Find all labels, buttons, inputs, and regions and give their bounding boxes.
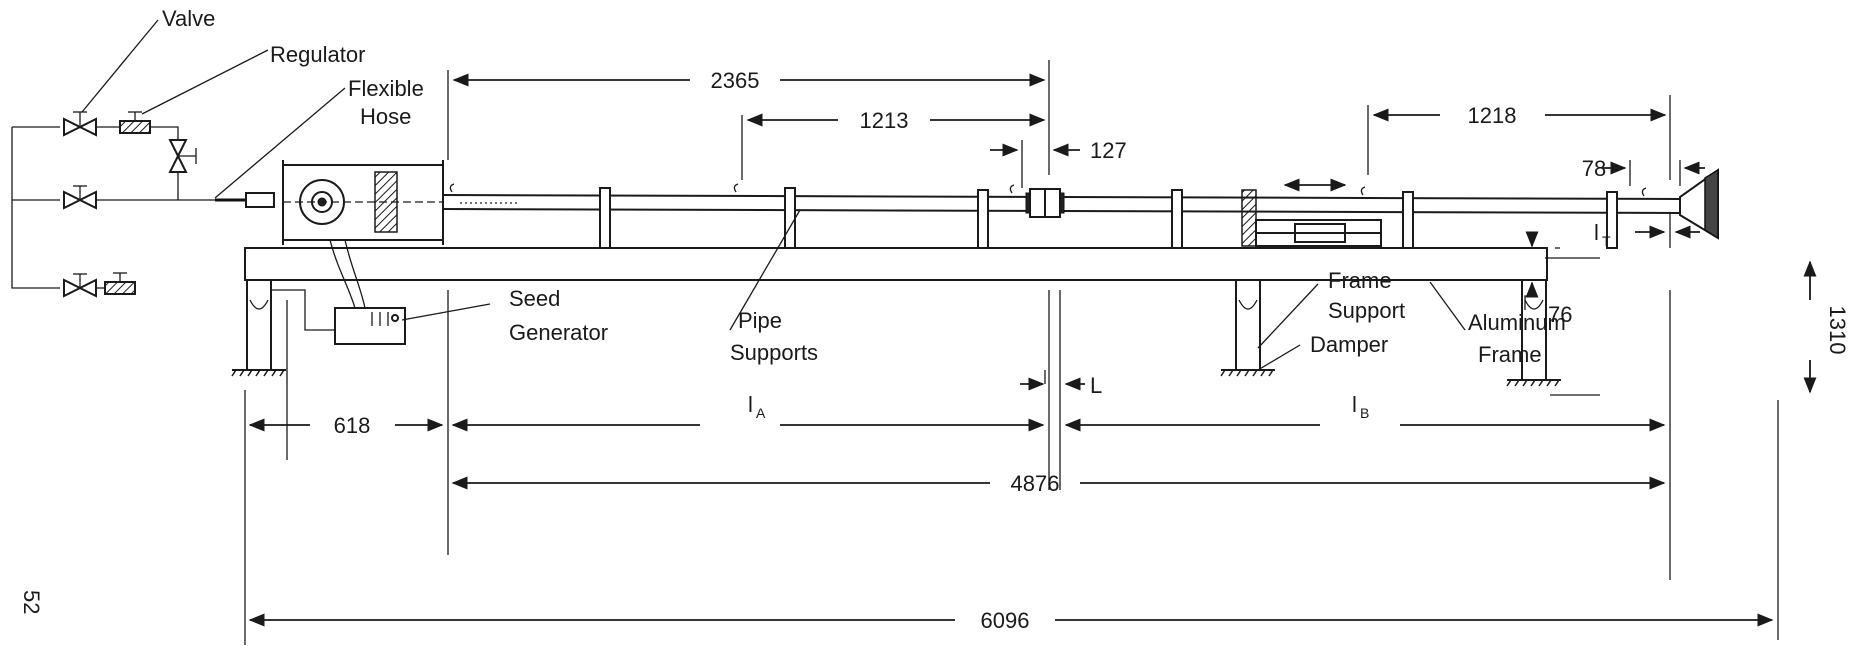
extension-lines [244, 60, 1779, 645]
exhaust-horn [1679, 168, 1719, 240]
label-damper: Damper [1310, 332, 1388, 357]
svg-text:A: A [756, 405, 766, 421]
label-gap-L: L [1090, 373, 1102, 398]
dim-1310: 1310 [1825, 306, 1850, 355]
dim-6096: 6096 [981, 608, 1030, 633]
regulator-upper [119, 111, 151, 134]
dim-127: 127 [1090, 138, 1127, 163]
dim-1218: 1218 [1468, 103, 1517, 128]
svg-text:l: l [748, 392, 753, 417]
page-mark: 52 [19, 590, 44, 614]
svg-text:T: T [1602, 233, 1611, 249]
dim-4876: 4876 [1011, 471, 1060, 496]
dimension-lines [248, 73, 1817, 627]
seed-generator [271, 239, 406, 345]
valve-lower [63, 273, 97, 298]
valve-vertical [168, 139, 197, 173]
settling-chamber [282, 160, 444, 245]
aluminum-frame [244, 247, 1548, 281]
dim-2365: 2365 [711, 68, 760, 93]
valve-middle [63, 185, 97, 210]
flexible-hose [215, 192, 275, 208]
regulator-lower [104, 272, 136, 295]
label-support: Support [1328, 298, 1405, 323]
dim-1213: 1213 [860, 108, 909, 133]
shaker-actuator [1241, 189, 1382, 247]
dimension-values: 2365 1213 127 1218 78 76 1310 618 4876 6… [334, 68, 1850, 633]
label-aluminum-frame: Frame [1478, 342, 1542, 367]
label-lB: l B [1352, 392, 1369, 421]
label-frame: Frame [1328, 268, 1392, 293]
label-hose: Hose [360, 104, 411, 129]
gas-supply-lines [11, 126, 250, 289]
label-aluminum: Aluminum [1468, 310, 1566, 335]
dim-618: 618 [334, 413, 371, 438]
svg-text:l: l [1352, 392, 1357, 417]
frame-leg-left [231, 279, 286, 377]
label-flexible: Flexible [348, 76, 424, 101]
label-pipe: Pipe [738, 308, 782, 333]
dim-76: 76 [1548, 302, 1572, 327]
pipe-coupling [1025, 188, 1065, 218]
leader-lines [81, 19, 1532, 371]
label-seed: Seed [509, 286, 560, 311]
svg-text:l: l [1594, 220, 1599, 245]
label-generator: Generator [509, 320, 608, 345]
label-lA: l A [748, 392, 766, 421]
label-valve: Valve [162, 6, 215, 31]
svg-text:B: B [1360, 405, 1369, 421]
valve-upper [63, 111, 97, 137]
label-lT: l T [1594, 220, 1611, 249]
text-labels: Valve Regulator Flexible Hose Seed Gener… [19, 6, 1611, 614]
label-supports: Supports [730, 340, 818, 365]
dim-78-top: 78 [1582, 156, 1606, 181]
label-regulator: Regulator [270, 42, 365, 67]
frame-leg-middle [1220, 279, 1275, 377]
